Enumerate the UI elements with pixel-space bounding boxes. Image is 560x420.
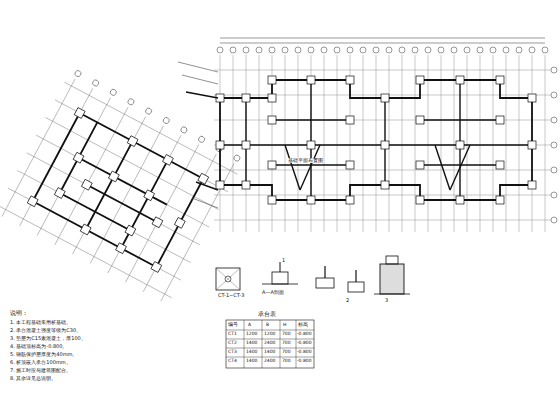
table-cell: CT2 <box>228 341 237 346</box>
table-cell: 1200 <box>264 332 275 337</box>
note-text: 说明： <box>10 310 28 316</box>
note-text: 6. 桩顶嵌入承台100mm。 <box>10 360 71 365</box>
drawing-label: 1 <box>282 258 285 263</box>
drawing-label: 标高 <box>298 323 308 328</box>
drawing-label: 编号 <box>228 323 238 328</box>
table-cell: 700 <box>282 332 291 337</box>
link-wing <box>178 62 218 208</box>
drawing-label: CT-1~CT-3 <box>218 293 244 298</box>
table-cell: 1400 <box>246 341 257 346</box>
drawing-label: A <box>248 323 251 328</box>
note-text: 4. 基础顶标高为-0.800。 <box>10 344 67 349</box>
note-text: 1. 本工程基础采用桩基础。 <box>10 320 71 325</box>
table-cell: 1400 <box>246 350 257 355</box>
table-cell: 700 <box>282 350 291 355</box>
table-cell: 1200 <box>246 332 257 337</box>
drawing-label: H <box>283 323 286 328</box>
table-cell: 2400 <box>264 359 275 364</box>
detail-sections <box>216 256 410 368</box>
note-text: 5. 钢筋保护层厚度为40mm。 <box>10 352 77 357</box>
drawing-label: 基础平面布置图 <box>288 158 323 163</box>
note-text: 3. 垫层为C15素混凝土，厚100。 <box>10 336 86 341</box>
left-wing-plan <box>0 67 245 305</box>
table-cell: 2400 <box>264 341 275 346</box>
table-cell: 700 <box>282 341 291 346</box>
table-cell: -0.800 <box>297 359 312 364</box>
table-cell: 700 <box>282 359 291 364</box>
table-cell: 1400 <box>264 350 275 355</box>
drawing-label: A—A剖面 <box>262 290 284 295</box>
note-text: 7. 施工时应与建筑图配合。 <box>10 368 71 373</box>
drawing-label: 承台表 <box>258 311 276 317</box>
table-cell: -0.800 <box>297 350 312 355</box>
note-text: 2. 承台混凝土强度等级为C30。 <box>10 328 81 333</box>
table-cell: CT1 <box>228 332 237 337</box>
table-cell: -0.800 <box>297 341 312 346</box>
right-wing-plan <box>214 38 557 232</box>
drawing-label: 2 <box>346 298 349 303</box>
table-cell: 1400 <box>246 359 257 364</box>
table-cell: CT4 <box>228 359 237 364</box>
drawing-label: B <box>266 323 269 328</box>
note-text: 8. 其余详见总说明。 <box>10 376 56 381</box>
drawing-label: 3 <box>385 298 388 303</box>
table-cell: CT3 <box>228 350 237 355</box>
table-cell: -0.800 <box>297 332 312 337</box>
